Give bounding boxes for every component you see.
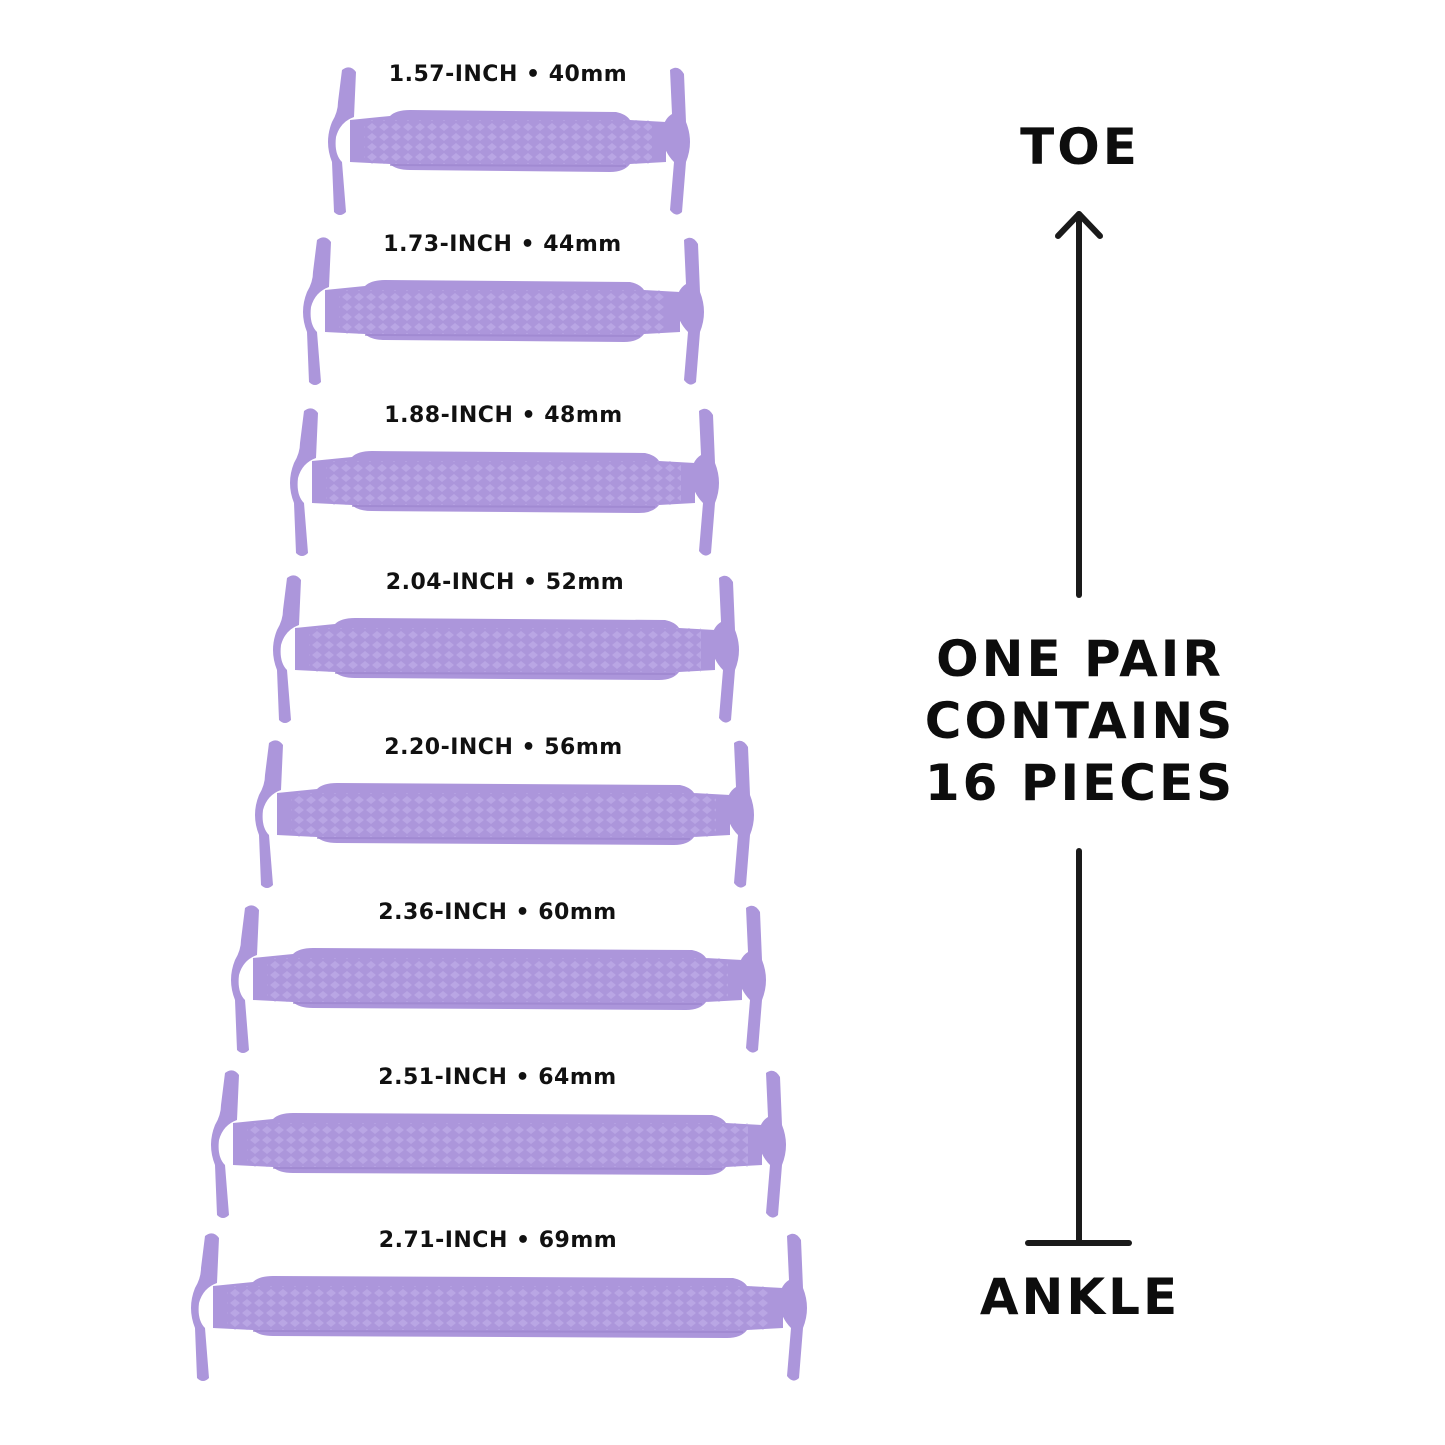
lace-shape-icon [191, 1233, 807, 1381]
lace-piece: 1.57-INCH • 40mm [328, 62, 690, 222]
lace-shape-icon [290, 408, 719, 556]
ankle-label: ANKLE [979, 1268, 1181, 1326]
lace-piece: 2.04-INCH • 52mm [273, 570, 739, 730]
lace-size-label: 2.04-INCH • 52mm [385, 570, 625, 595]
lace-piece: 1.88-INCH • 48mm [290, 403, 719, 563]
lace-shape-icon [211, 1070, 786, 1218]
lace-piece: 2.36-INCH • 60mm [231, 900, 766, 1060]
lace-shape-icon [255, 740, 754, 888]
summary-line-2: CONTAINS [924, 692, 1236, 750]
lace-piece: 2.20-INCH • 56mm [255, 735, 754, 895]
summary-line-3: 16 PIECES [924, 754, 1236, 812]
lace-piece: 2.71-INCH • 69mm [191, 1228, 807, 1388]
lace-shape-icon [328, 67, 690, 215]
summary-line-1: ONE PAIR [936, 630, 1224, 688]
lace-piece: 2.51-INCH • 64mm [211, 1065, 786, 1225]
pieces-summary: ONE PAIR CONTAINS 16 PIECES [925, 628, 1235, 814]
lace-shape-icon [273, 575, 739, 723]
lace-size-label: 1.57-INCH • 40mm [388, 62, 628, 87]
lace-shape-icon [231, 905, 766, 1053]
lace-size-label: 1.73-INCH • 44mm [383, 232, 622, 257]
t-bar-end-icon [1025, 848, 1132, 1246]
lace-size-label: 2.51-INCH • 64mm [378, 1065, 617, 1090]
arrow-up-icon [1055, 211, 1103, 598]
lace-size-label: 2.71-INCH • 69mm [378, 1228, 618, 1253]
lace-piece: 1.73-INCH • 44mm [303, 232, 704, 392]
lace-size-label: 2.36-INCH • 60mm [378, 900, 617, 925]
toe-label: TOE [1020, 118, 1140, 176]
lace-shape-icon [303, 237, 704, 385]
lace-size-label: 2.20-INCH • 56mm [384, 735, 623, 760]
lace-size-label: 1.88-INCH • 48mm [384, 403, 623, 428]
